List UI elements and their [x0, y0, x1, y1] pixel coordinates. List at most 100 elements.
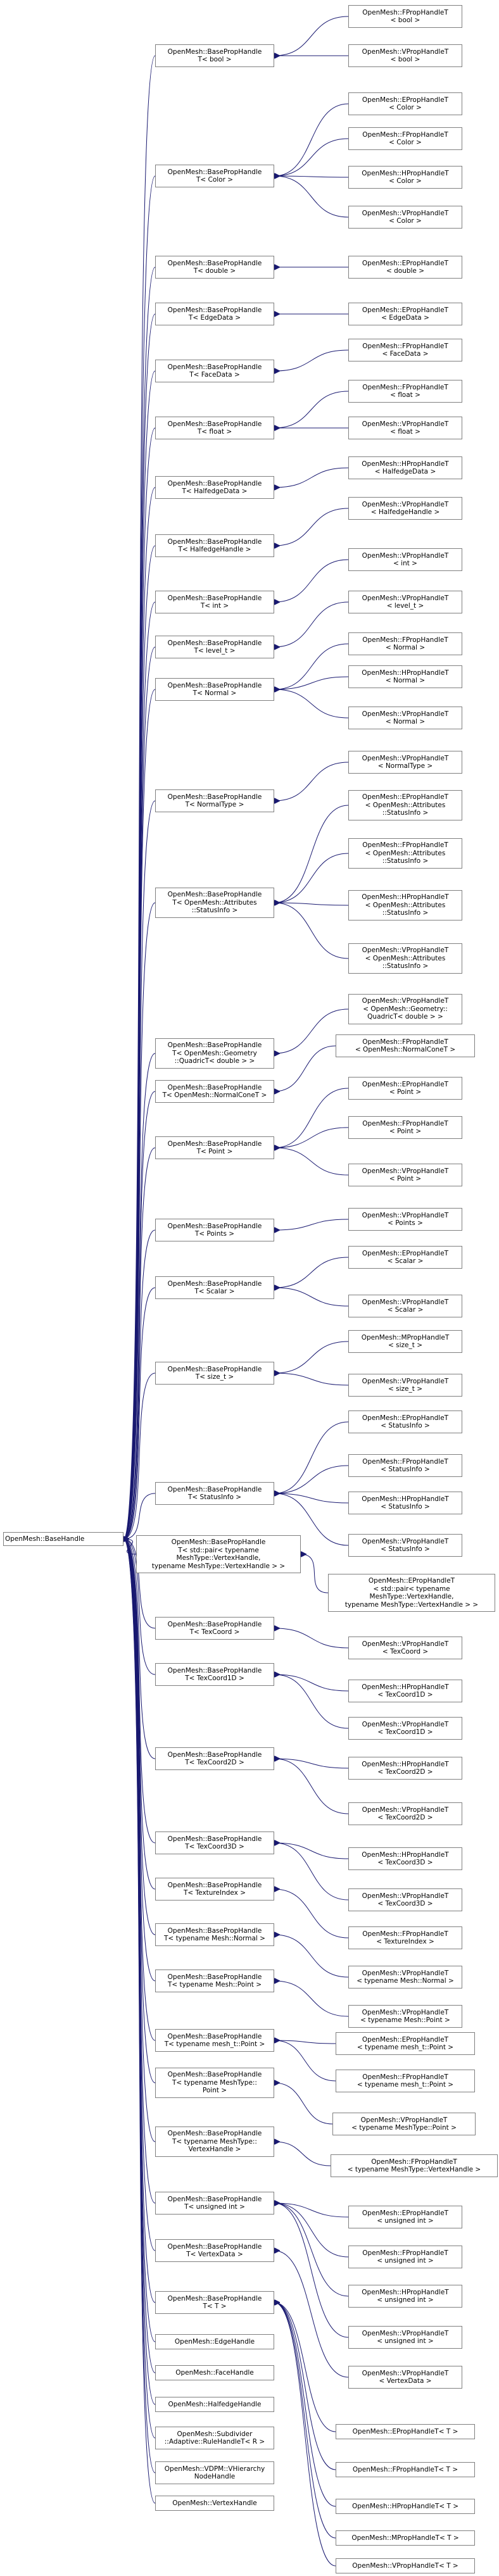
- class-node-c-points-v[interactable]: OpenMesh::VPropHandleT< Points >: [348, 1208, 462, 1231]
- class-node-c-mesh-t-point-e[interactable]: OpenMesh::EPropHandleT< typename mesh_t:…: [336, 2032, 475, 2055]
- class-node-c-si-v[interactable]: OpenMesh::VPropHandleT< StatusInfo >: [348, 1534, 462, 1557]
- class-node-c-texcoord-v[interactable]: OpenMesh::VPropHandleT< TexCoord >: [348, 1637, 462, 1659]
- class-node-c-t-v[interactable]: OpenMesh::VPropHandleT< T >: [336, 2558, 475, 2573]
- class-node-c-meshtype-point-v[interactable]: OpenMesh::VPropHandleT< typename MeshTyp…: [332, 2113, 476, 2135]
- class-node-c-tc2d-v[interactable]: OpenMesh::VPropHandleT< TexCoord2D >: [348, 1802, 462, 1825]
- class-node-c-si-e[interactable]: OpenMesh::EPropHandleT< StatusInfo >: [348, 1411, 462, 1433]
- class-node-c-tc3d-v[interactable]: OpenMesh::VPropHandleT< TexCoord3D >: [348, 1888, 462, 1911]
- class-node-c-pair-e[interactable]: OpenMesh::EPropHandleT< std::pair< typen…: [328, 1574, 495, 1612]
- class-node-c-texidx-f[interactable]: OpenMesh::FPropHandleT< TextureIndex >: [348, 1926, 462, 1949]
- class-node-c-color-h[interactable]: OpenMesh::HPropHandleT< Color >: [348, 166, 462, 189]
- class-node-c-point-f[interactable]: OpenMesh::FPropHandleT< Point >: [348, 1116, 462, 1139]
- class-node-c-int-v[interactable]: OpenMesh::VPropHandleT< int >: [348, 548, 462, 571]
- class-node-c-tc1d-v[interactable]: OpenMesh::VPropHandleT< TexCoord1D >: [348, 1717, 462, 1740]
- class-node-c-color-f[interactable]: OpenMesh::FPropHandleT< Color >: [348, 127, 462, 150]
- class-node-c-color-e[interactable]: OpenMesh::EPropHandleT< Color >: [348, 92, 462, 115]
- class-node-c-meshnormal-v[interactable]: OpenMesh::VPropHandleT< typename Mesh::N…: [348, 1966, 462, 1989]
- class-node-c-float-v[interactable]: OpenMesh::VPropHandleT< float >: [348, 417, 462, 439]
- class-node-edgehandle[interactable]: OpenMesh::EdgeHandle: [155, 2334, 274, 2349]
- class-node-c-bool-f[interactable]: OpenMesh::FPropHandleT< bool >: [348, 5, 462, 28]
- class-node-c-uint-f[interactable]: OpenMesh::FPropHandleT< unsigned int >: [348, 2246, 462, 2268]
- class-node-c-normal-v[interactable]: OpenMesh::VPropHandleT< Normal >: [348, 707, 462, 729]
- class-node-c-status-f[interactable]: OpenMesh::FPropHandleT< OpenMesh::Attrib…: [348, 838, 462, 869]
- class-node-halfedgehandle[interactable]: OpenMesh::HalfedgeHandle: [155, 2397, 274, 2412]
- class-node-c-color-v[interactable]: OpenMesh::VPropHandleT< Color >: [348, 206, 462, 229]
- class-node-c-vertexdata-v[interactable]: OpenMesh::VPropHandleT< VertexData >: [348, 2366, 462, 2389]
- class-node-c-edgedata-e[interactable]: OpenMesh::EPropHandleT< EdgeData >: [348, 303, 462, 325]
- class-node-c-status-e[interactable]: OpenMesh::EPropHandleT< OpenMesh::Attrib…: [348, 790, 462, 820]
- class-node-c-tc3d-h[interactable]: OpenMesh::HPropHandleT< TexCoord3D >: [348, 1847, 462, 1870]
- class-node-subdivider[interactable]: OpenMesh::Subdivider::Adaptive::RuleHand…: [155, 2427, 274, 2449]
- class-node-c-hedata-h[interactable]: OpenMesh::HPropHandleT< HalfedgeData >: [348, 456, 462, 479]
- class-node-c-hehandle-v[interactable]: OpenMesh::VPropHandleT< HalfedgeHandle >: [348, 497, 462, 520]
- class-node-c-t-m[interactable]: OpenMesh::MPropHandleT< T >: [336, 2530, 475, 2546]
- class-node-facehandle[interactable]: OpenMesh::FaceHandle: [155, 2365, 274, 2380]
- class-node-c-scalar-v[interactable]: OpenMesh::VPropHandleT< Scalar >: [348, 1295, 462, 1317]
- class-node-c-meshpoint-v[interactable]: OpenMesh::VPropHandleT< typename Mesh::P…: [348, 2005, 462, 2028]
- class-node-c-bool-v[interactable]: OpenMesh::VPropHandleT< bool >: [348, 44, 462, 67]
- class-node-c-level-v[interactable]: OpenMesh::VPropHandleT< level_t >: [348, 591, 462, 613]
- class-node-c-facedata-f[interactable]: OpenMesh::FPropHandleT< FaceData >: [348, 339, 462, 361]
- class-node-c-t-f[interactable]: OpenMesh::FPropHandleT< T >: [336, 2462, 475, 2477]
- class-node-c-uint-h[interactable]: OpenMesh::HPropHandleT< unsigned int >: [348, 2285, 462, 2308]
- class-node-c-tc1d-h[interactable]: OpenMesh::HPropHandleT< TexCoord1D >: [348, 1680, 462, 1702]
- class-node-c-uint-e[interactable]: OpenMesh::EPropHandleT< unsigned int >: [348, 2206, 462, 2228]
- class-node-c-float-f[interactable]: OpenMesh::FPropHandleT< float >: [348, 380, 462, 403]
- class-node-c-status-h[interactable]: OpenMesh::HPropHandleT< OpenMesh::Attrib…: [348, 890, 462, 920]
- class-node-c-si-h[interactable]: OpenMesh::HPropHandleT< StatusInfo >: [348, 1492, 462, 1514]
- class-node-c-normal-f[interactable]: OpenMesh::FPropHandleT< Normal >: [348, 632, 462, 655]
- class-node-c-meshtype-vh-f[interactable]: OpenMesh::FPropHandleT< typename MeshTyp…: [331, 2154, 498, 2177]
- class-node-c-t-e[interactable]: OpenMesh::EPropHandleT< T >: [336, 2424, 475, 2439]
- class-node-c-normalcone-f[interactable]: OpenMesh::FPropHandleT< OpenMesh::Normal…: [336, 1034, 475, 1057]
- class-node-c-normal-h[interactable]: OpenMesh::HPropHandleT< Normal >: [348, 665, 462, 688]
- class-node-c-double-e[interactable]: OpenMesh::EPropHandleT< double >: [348, 256, 462, 279]
- class-node-c-size-m[interactable]: OpenMesh::MPropHandleT< size_t >: [348, 1330, 462, 1353]
- class-node-c-normaltype-v[interactable]: OpenMesh::VPropHandleT< NormalType >: [348, 751, 462, 774]
- class-node-c-t-h[interactable]: OpenMesh::HPropHandleT< T >: [336, 2499, 475, 2514]
- class-node-c-mesh-t-point-f[interactable]: OpenMesh::FPropHandleT< typename mesh_t:…: [336, 2070, 475, 2092]
- class-node-c-si-f[interactable]: OpenMesh::FPropHandleT< StatusInfo >: [348, 1454, 462, 1477]
- class-node-root[interactable]: OpenMesh::BaseHandle: [3, 1532, 123, 1546]
- class-node-c-size-v[interactable]: OpenMesh::VPropHandleT< size_t >: [348, 1374, 462, 1397]
- class-node-c-status-v[interactable]: OpenMesh::VPropHandleT< OpenMesh::Attrib…: [348, 943, 462, 974]
- class-node-c-quadric-v[interactable]: OpenMesh::VPropHandleT< OpenMesh::Geomet…: [348, 994, 462, 1024]
- class-node-c-tc2d-h[interactable]: OpenMesh::HPropHandleT< TexCoord2D >: [348, 1757, 462, 1780]
- class-node-c-point-v[interactable]: OpenMesh::VPropHandleT< Point >: [348, 1164, 462, 1186]
- class-node-vertexhandle[interactable]: OpenMesh::VertexHandle: [155, 2496, 274, 2511]
- class-node-c-scalar-e[interactable]: OpenMesh::EPropHandleT< Scalar >: [348, 1246, 462, 1269]
- class-node-c-point-e[interactable]: OpenMesh::EPropHandleT< Point >: [348, 1077, 462, 1100]
- class-node-c-uint-v[interactable]: OpenMesh::VPropHandleT< unsigned int >: [348, 2326, 462, 2349]
